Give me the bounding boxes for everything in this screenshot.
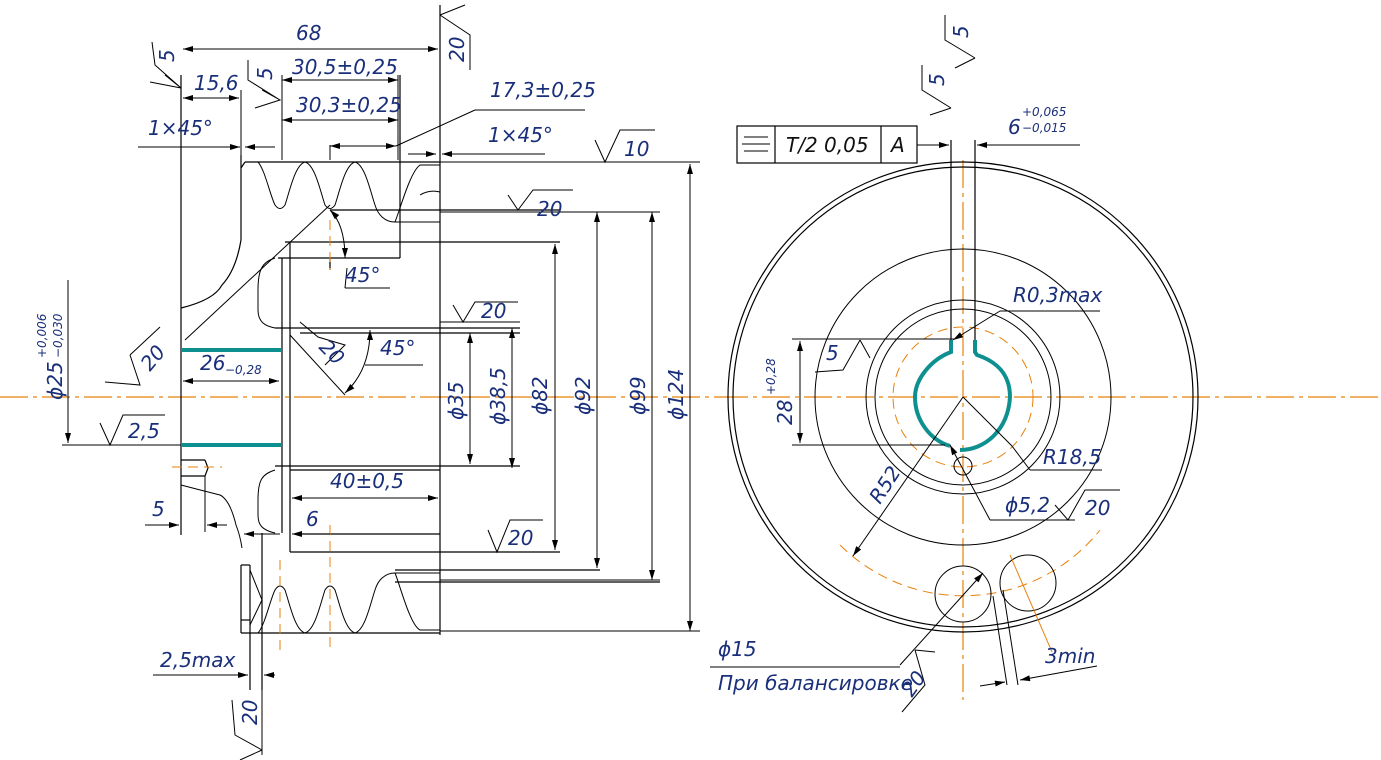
- roughness-keyway-side: 5: [826, 341, 839, 365]
- roughness-groove-dia: 20: [537, 197, 562, 221]
- small-hole: [953, 456, 973, 476]
- balance-hole-pcd: [839, 529, 1101, 597]
- fillet-radius: R0,3max: [1013, 283, 1102, 307]
- roughness-outer-dia: 10: [624, 137, 649, 161]
- dim-groove-pitch: 17,3±0,25: [490, 78, 596, 102]
- roughness-bore: 2,5: [128, 419, 160, 443]
- roughness-hub-face: 20: [481, 299, 506, 323]
- bore-radius: R18,5: [1043, 445, 1101, 469]
- balance-hole-2: [999, 554, 1057, 612]
- dim-d35: ϕ35: [444, 381, 468, 420]
- dim-bore-dia-tol-upper: +0,006: [35, 313, 49, 358]
- dim-bore-dia-tol-lower: −0,030: [51, 313, 65, 358]
- roughness-keyway-2: 5: [949, 25, 973, 38]
- tolerance-datum: A: [889, 133, 905, 157]
- dim-bore-length-tol: −0,28: [225, 363, 262, 377]
- balance-hole-1: [934, 565, 992, 623]
- hole-circle-radius: R52: [864, 462, 906, 508]
- dim-chamfer-right: 1×45°: [488, 123, 553, 147]
- keyway-depth-tol: +0,28: [764, 358, 778, 395]
- roughness-symbol: [901, 649, 936, 713]
- pulley-outline: [180, 5, 660, 690]
- outer-rim-chamfer: [732, 166, 1194, 628]
- dim-groove-angle-2: 45°: [380, 336, 415, 360]
- roughness-symbol: [1054, 489, 1120, 521]
- keyway-width-tol-upper: +0,065: [1022, 105, 1066, 119]
- keyway-width-tol-lower: −0,015: [1022, 121, 1066, 135]
- keyway-width: 6: [1008, 115, 1021, 139]
- dim-edge-chamfer: 2,5max: [160, 648, 236, 672]
- dim-web-offset: 6: [306, 507, 319, 531]
- dim-bore-diameter: ϕ25: [43, 361, 67, 400]
- roughness-groove-face: 5: [253, 67, 277, 80]
- dim-d99: ϕ99: [626, 376, 650, 415]
- dim-bore-length: 26: [200, 351, 225, 375]
- roughness-symbol: [921, 65, 952, 116]
- dimension-lines: [62, 46, 700, 678]
- dim-d82: ϕ82: [528, 376, 552, 415]
- dim-hub-step: 15,6: [194, 71, 239, 95]
- dim-groove-span-1: 30,5±0,25: [292, 55, 398, 79]
- roughness-right-face: 20: [445, 37, 469, 62]
- roughness-keyway-1: 5: [925, 73, 949, 86]
- dim-chamfer-left: 1×45°: [148, 116, 213, 140]
- end-view: T/2 0,05 A 6 +0,065 −0,015 5 5 28 +0,28 …: [710, 15, 1381, 713]
- dim-overall-length: 68: [296, 21, 321, 45]
- balance-hole-diameter: ϕ15: [718, 637, 757, 661]
- hub-inner-circle: [874, 308, 1052, 486]
- dim-d124: ϕ124: [664, 369, 688, 420]
- small-hole-diameter: ϕ5,2: [1005, 493, 1050, 517]
- roughness-bottom-face: 20: [238, 700, 262, 725]
- roughness-symbols: [99, 4, 655, 760]
- balance-note: При балансировке: [718, 671, 913, 695]
- dim-hub-length: 40±0,5: [330, 469, 404, 493]
- roughness-inner-dia: 20: [508, 526, 533, 550]
- outer-rim: [727, 161, 1199, 633]
- roughness-web: 20: [314, 335, 349, 370]
- roughness-left-face: 5: [155, 49, 179, 62]
- hole-circle-small: [892, 326, 1034, 468]
- dim-d38-5: ϕ38,5: [486, 367, 510, 425]
- symmetry-tolerance-frame: T/2 0,05 A: [736, 125, 918, 164]
- min-wall-thickness: 3min: [1045, 644, 1095, 668]
- keyway-depth: 28: [773, 400, 797, 425]
- dim-groove-angle-1: 45°: [345, 263, 380, 287]
- groove-bottom-circle: [814, 248, 1112, 546]
- dim-groove-span-2: 30,3±0,25: [296, 93, 402, 117]
- roughness-symbol: [814, 339, 871, 373]
- hub-outer-circle: [865, 299, 1061, 495]
- roughness-hole: 20: [1085, 496, 1110, 520]
- roughness-symbol: [944, 15, 976, 69]
- tolerance-value: T/2 0,05: [786, 133, 869, 157]
- dim-d92: ϕ92: [571, 376, 595, 415]
- section-view: 68 15,6 30,5±0,25 30,3±0,25 17,3±0,25 1×…: [0, 4, 720, 760]
- bore-keyway-profile: [912, 340, 1013, 452]
- dim-hole-offset: 5: [152, 497, 165, 521]
